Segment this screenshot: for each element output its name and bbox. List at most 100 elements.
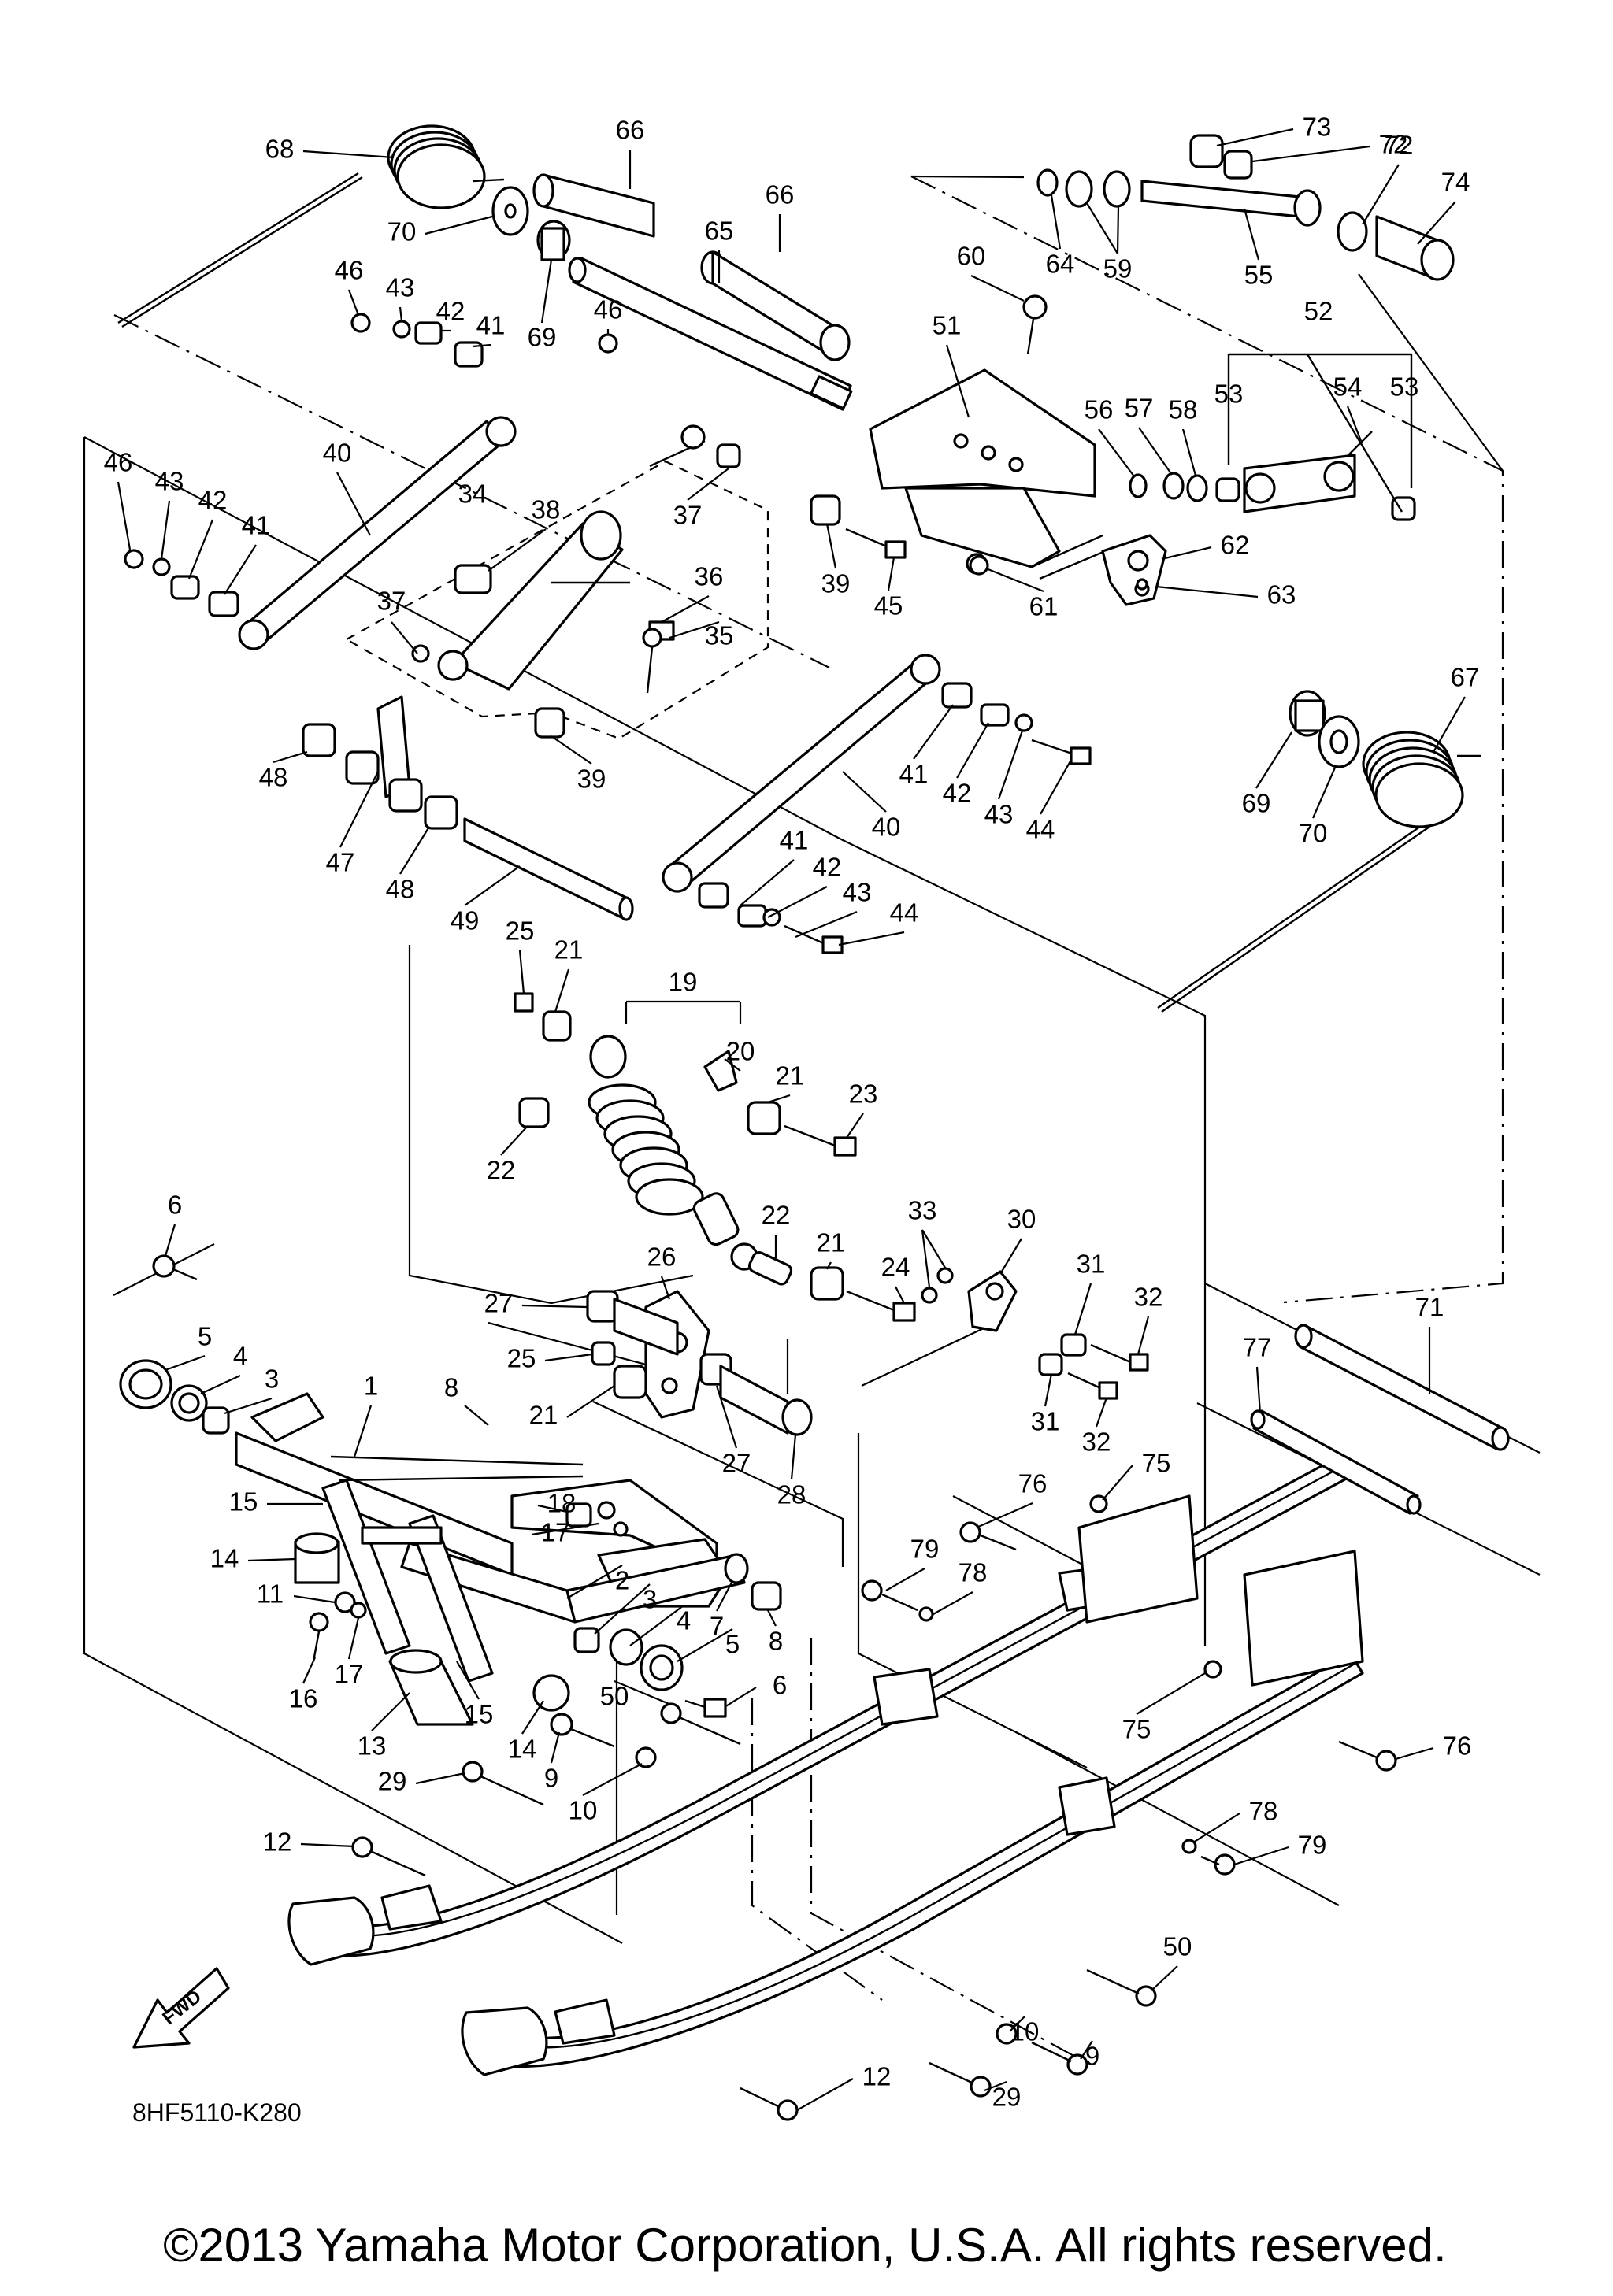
callout-54: 54 [1333, 372, 1363, 402]
callout-74: 74 [1441, 168, 1470, 197]
callout-41: 41 [476, 311, 506, 340]
callout-42: 42 [943, 779, 972, 808]
callout-23: 23 [849, 1079, 878, 1109]
callout-64: 64 [1046, 250, 1075, 279]
callout-35: 35 [705, 621, 734, 650]
callout-46: 46 [335, 256, 364, 285]
callout-53: 53 [1214, 380, 1244, 409]
callout-66: 66 [616, 116, 645, 145]
callout-22: 22 [762, 1201, 791, 1230]
callout-1: 1 [364, 1372, 378, 1401]
callout-55: 55 [1244, 261, 1274, 290]
callout-4: 4 [677, 1606, 691, 1635]
callout-31: 31 [1077, 1250, 1106, 1279]
callout-45: 45 [874, 591, 903, 620]
callout-32: 32 [1134, 1283, 1163, 1312]
callout-36: 36 [695, 562, 724, 591]
leader-lines [117, 128, 1466, 2111]
callout-6: 6 [168, 1191, 182, 1220]
callout-78: 78 [1249, 1797, 1278, 1826]
callout-69: 69 [528, 323, 557, 352]
callout-19: 19 [669, 968, 698, 997]
callout-33: 33 [908, 1196, 937, 1225]
callout-46: 46 [594, 295, 623, 324]
callout-73: 73 [1303, 113, 1332, 142]
bolts-left [351, 1702, 741, 1877]
callout-63: 63 [1267, 580, 1296, 609]
callout-50: 50 [1163, 1932, 1192, 1961]
front-lower-hardware [309, 1581, 782, 1768]
callout-67: 67 [1451, 663, 1480, 692]
callout-38: 38 [532, 495, 561, 524]
callout-41: 41 [899, 760, 929, 789]
bushing-69-top [536, 220, 571, 261]
callout-43: 43 [155, 467, 184, 496]
callout-39: 39 [577, 765, 606, 794]
top-right-hardware [1036, 134, 1455, 281]
callout-72: 72 [1379, 130, 1408, 159]
callout-47: 47 [326, 848, 355, 877]
callout-20: 20 [726, 1037, 755, 1066]
tube-77 [1250, 1409, 1422, 1515]
rocker-30 [921, 1267, 1149, 1400]
bracket-arm-51 [869, 368, 1115, 580]
callout-5: 5 [725, 1630, 740, 1659]
callout-51: 51 [933, 311, 962, 340]
tube-71 [1294, 1324, 1510, 1451]
callout-48: 48 [386, 875, 415, 904]
callout-79: 79 [910, 1535, 940, 1564]
callout-5: 5 [198, 1322, 212, 1351]
washer-70-top [491, 186, 529, 236]
callout-32: 32 [1082, 1428, 1111, 1457]
callout-58: 58 [1169, 395, 1198, 424]
callout-57: 57 [1125, 394, 1154, 423]
callout-37: 37 [377, 587, 406, 616]
rail-right [461, 1550, 1364, 2076]
plate-26 [586, 1290, 813, 1436]
shock-absorber-19 [514, 992, 857, 1271]
copyright: ©2013 Yamaha Motor Corporation, U.S.A. A… [163, 2219, 1446, 2272]
bolt-6-top [152, 1254, 198, 1281]
callout-52: 52 [1304, 297, 1333, 326]
shaft-65 [568, 257, 853, 411]
callout-53: 53 [1390, 372, 1419, 402]
callout-31: 31 [1031, 1407, 1060, 1436]
bolt-60 [1022, 294, 1048, 355]
callout-75: 75 [1122, 1715, 1151, 1744]
callout-17: 17 [335, 1660, 364, 1689]
callout-17: 17 [541, 1518, 570, 1547]
callout-12: 12 [263, 1828, 292, 1857]
tubes-13-14 [294, 1532, 570, 1726]
callout-75: 75 [1142, 1449, 1171, 1478]
callout-12: 12 [862, 2062, 892, 2091]
damper-34 [411, 424, 706, 694]
callout-41: 41 [242, 511, 271, 540]
callout-11: 11 [257, 1579, 284, 1609]
callout-66: 66 [766, 180, 795, 209]
callout-6: 6 [773, 1671, 787, 1700]
callout-15: 15 [229, 1487, 258, 1516]
link-rod-40-right [662, 654, 1092, 954]
torsion-spring-68 [117, 124, 505, 328]
callout-18: 18 [547, 1489, 577, 1518]
callout-56: 56 [1085, 395, 1114, 424]
callout-28: 28 [777, 1480, 806, 1509]
callout-14: 14 [508, 1735, 537, 1764]
callout-48: 48 [259, 763, 288, 792]
diagram-code: 8HF5110-K280 [132, 2098, 302, 2127]
callout-21: 21 [776, 1061, 805, 1091]
callout-40: 40 [872, 813, 901, 842]
callout-22: 22 [487, 1156, 516, 1185]
callout-25: 25 [506, 917, 535, 946]
callout-50: 50 [600, 1682, 629, 1711]
callout-68: 68 [265, 135, 295, 164]
callout-13: 13 [358, 1731, 387, 1761]
callout-21: 21 [529, 1401, 558, 1430]
callout-9: 9 [544, 1764, 558, 1793]
bracket-52 [1215, 353, 1416, 521]
callout-43: 43 [386, 273, 415, 302]
nut-61 [969, 555, 989, 576]
callout-69: 69 [1242, 789, 1271, 818]
pivot-shaft-49 [463, 817, 634, 921]
